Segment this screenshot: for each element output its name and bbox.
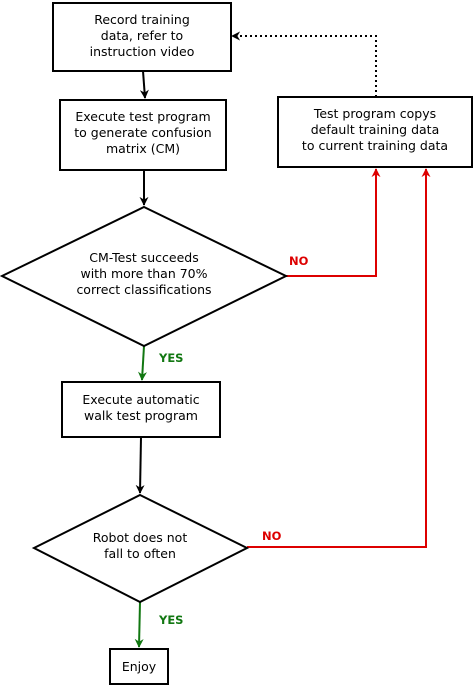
decision-cm-test-line-2: with more than 70%	[80, 266, 207, 281]
decision-robot-fall-line-1: Robot does not	[93, 530, 188, 545]
decision-robot-fall: Robot does not fall to often	[31, 493, 250, 604]
edge-robot-fall-no	[247, 168, 431, 548]
node-record-training-line-2: data, refer to	[101, 28, 183, 43]
node-copy-default-line-1: Test program copys	[313, 106, 436, 121]
node-execute-test-program: Execute test program to generate confusi…	[59, 99, 227, 171]
node-copy-default-line-2: default training data	[311, 122, 440, 137]
node-walk-test-line-1: Execute automatic	[82, 392, 199, 407]
edge-cm-test-no	[286, 168, 381, 277]
label-robot-fall-yes: YES	[158, 613, 183, 627]
decision-cm-test-line-3: correct classifications	[76, 282, 211, 297]
node-walk-test-line-2: walk test program	[84, 408, 198, 423]
node-enjoy-label: Enjoy	[122, 659, 157, 674]
node-record-training-line-3: instruction video	[90, 44, 195, 59]
edge-record-to-execute-test	[139, 70, 149, 99]
edge-robot-fall-yes	[134, 601, 144, 648]
label-cm-test-no: NO	[289, 254, 309, 268]
node-execute-test-line-3: matrix (CM)	[106, 141, 180, 156]
decision-robot-fall-line-2: fall to often	[104, 546, 176, 561]
edge-cm-test-yes	[137, 345, 147, 381]
node-enjoy: Enjoy	[109, 648, 169, 685]
node-execute-test-line-2: to generate confusion	[74, 125, 211, 140]
node-record-training: Record training data, refer to instructi…	[52, 2, 232, 72]
decision-cm-test: CM-Test succeeds with more than 70% corr…	[0, 205, 289, 348]
node-execute-test-line-1: Execute test program	[75, 109, 210, 124]
node-record-training-line-1: Record training	[94, 12, 190, 27]
node-copy-default-training-data: Test program copys default training data…	[277, 96, 473, 168]
decision-cm-test-line-1: CM-Test succeeds	[89, 250, 198, 265]
label-robot-fall-no: NO	[262, 529, 282, 543]
edge-walk-test-to-robot-fall	[135, 436, 145, 494]
node-walk-test-program: Execute automatic walk test program	[61, 381, 221, 438]
node-copy-default-line-3: to current training data	[302, 138, 448, 153]
label-cm-test-yes: YES	[158, 351, 183, 365]
edge-copy-default-to-record	[231, 31, 377, 97]
